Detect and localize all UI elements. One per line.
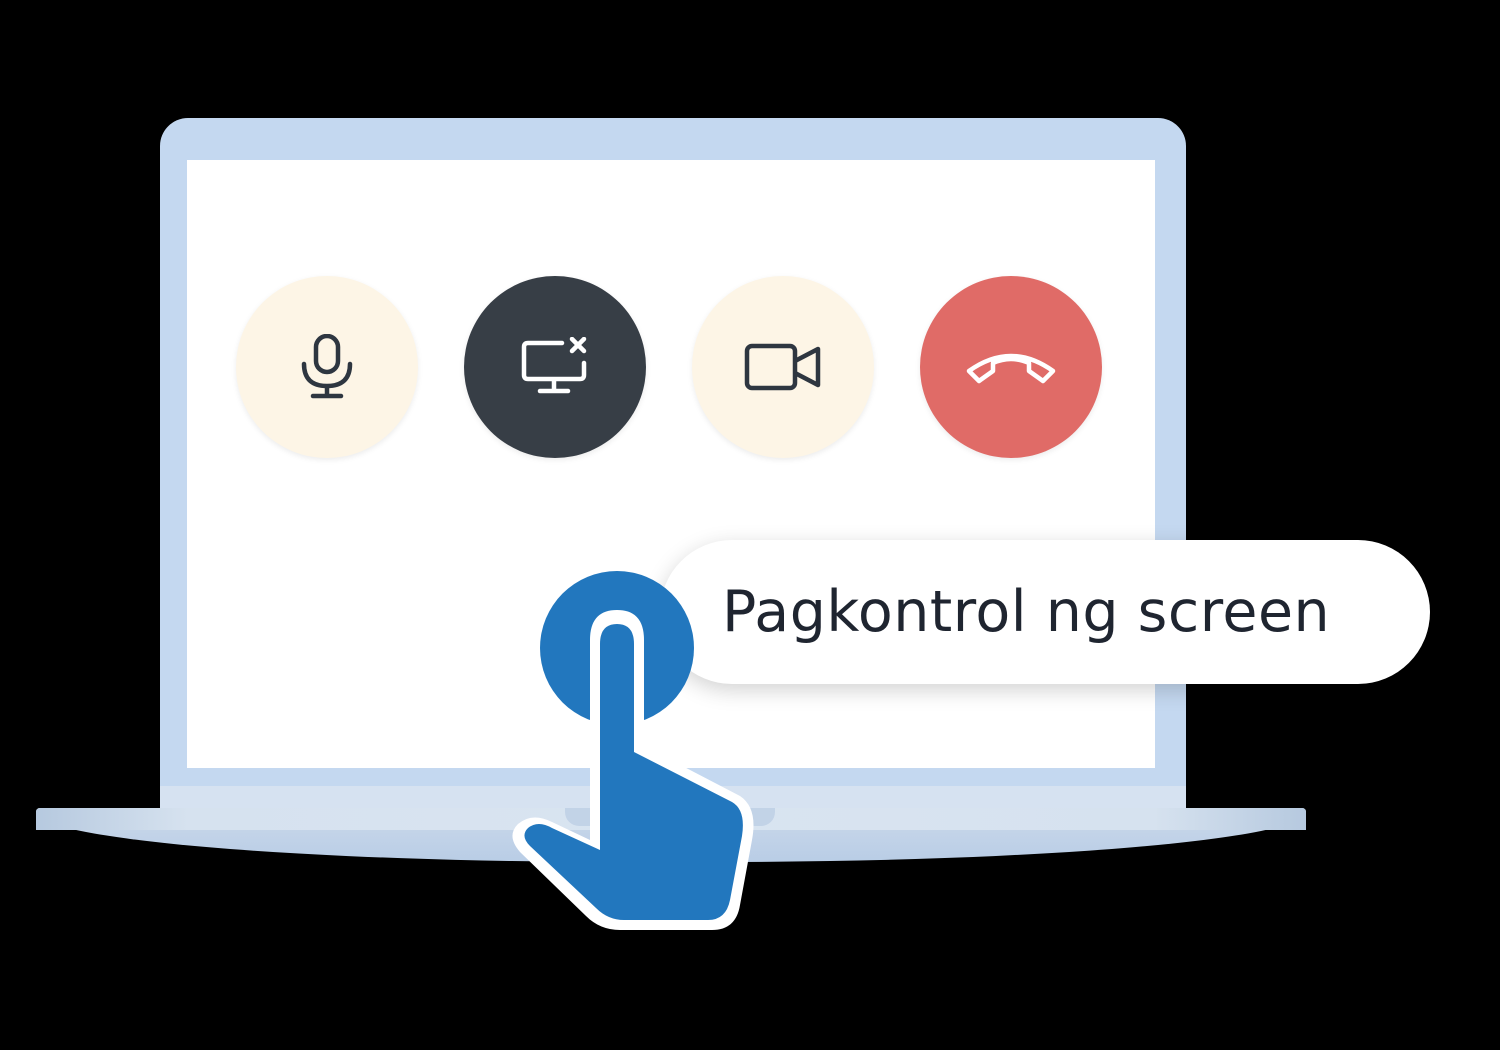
video-button[interactable] xyxy=(692,276,874,458)
screen-share-stop-icon xyxy=(521,337,587,394)
hang-up-button[interactable] xyxy=(920,276,1102,458)
microphone-icon xyxy=(301,334,353,399)
pointing-hand-icon xyxy=(500,560,770,940)
microphone-button[interactable] xyxy=(236,276,418,458)
phone-hangup-icon xyxy=(966,353,1056,384)
stop-screen-share-button[interactable] xyxy=(464,276,646,458)
screen-control-tooltip: Pagkontrol ng screen xyxy=(660,540,1430,684)
tooltip-label: Pagkontrol ng screen xyxy=(722,579,1331,645)
video-camera-icon xyxy=(744,343,821,391)
